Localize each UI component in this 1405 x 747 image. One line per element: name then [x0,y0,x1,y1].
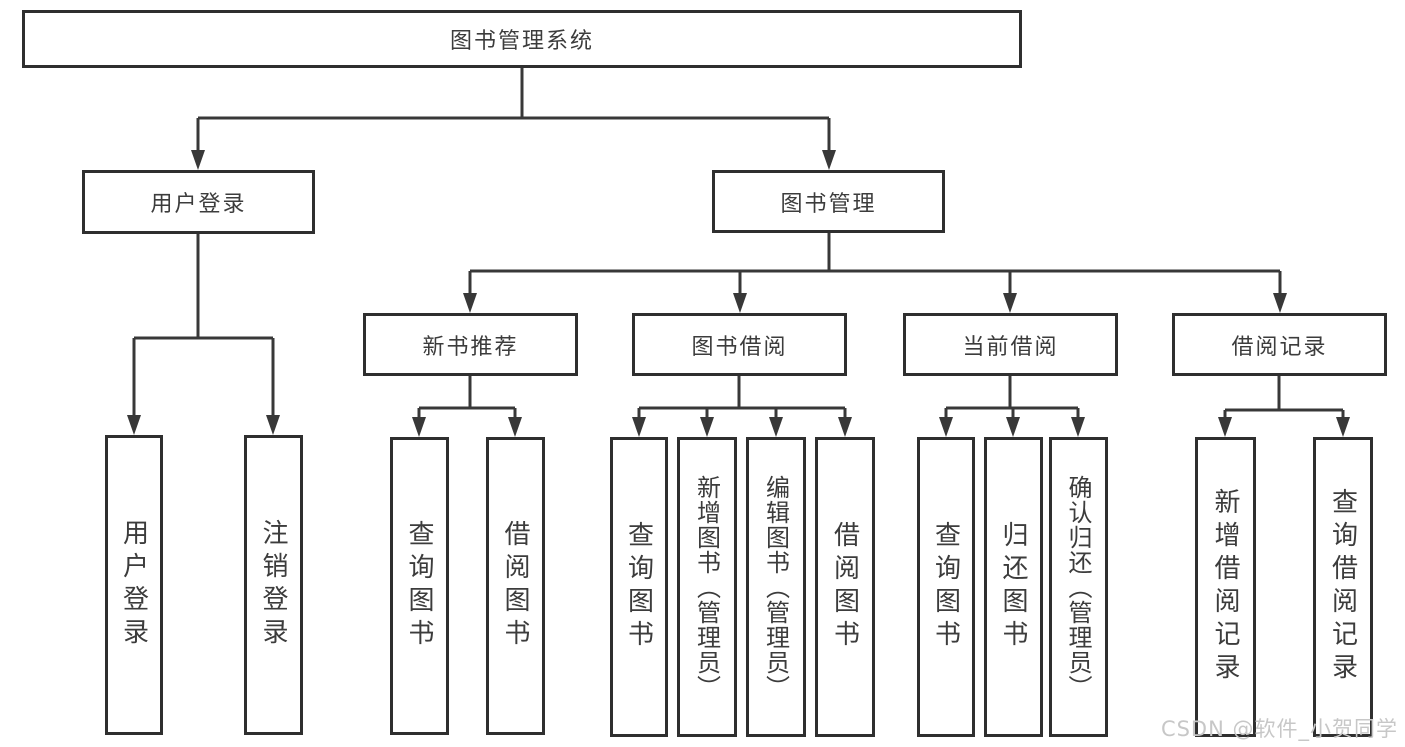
node-user-login: 用户登录 [82,170,315,234]
leaf-borrow-edit-books-admin: 编辑图书（管理员） [746,437,806,737]
leaf-current-query-books: 查询图书 [917,437,975,737]
leaf-newbook-borrow-books: 借阅图书 [486,437,545,735]
node-book-borrowing: 图书借阅 [632,313,847,376]
leaf-records-add-record: 新增借阅记录 [1195,437,1256,737]
leaf-borrow-borrow-books: 借阅图书 [815,437,875,737]
node-current-borrowing: 当前借阅 [903,313,1118,376]
leaf-user-login: 用户登录 [105,435,163,735]
node-book-management: 图书管理 [712,170,945,233]
watermark-text: CSDN @软件_小贺同学 [1160,717,1398,741]
node-new-book-recommend: 新书推荐 [363,313,578,376]
leaf-logout: 注销登录 [244,435,303,735]
leaf-borrow-add-books-admin: 新增图书（管理员） [677,437,737,737]
leaf-records-query-record: 查询借阅记录 [1313,437,1373,737]
leaf-current-return-books: 归还图书 [984,437,1043,737]
node-borrowing-records: 借阅记录 [1172,313,1387,376]
leaf-newbook-query-books: 查询图书 [390,437,449,735]
node-root: 图书管理系统 [22,10,1022,68]
leaf-borrow-query-books: 查询图书 [610,437,668,737]
leaf-current-confirm-return-admin: 确认归还（管理员） [1049,437,1108,737]
arrowheads [127,150,1350,437]
